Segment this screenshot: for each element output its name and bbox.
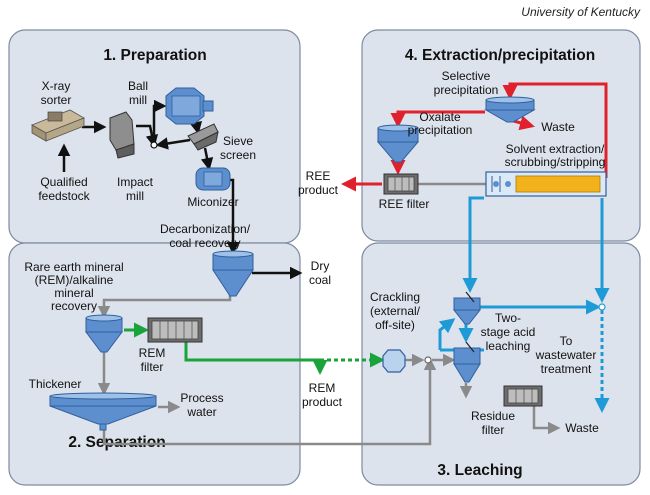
leach-tank-icon: [453, 341, 481, 383]
separation-panel: [8, 242, 301, 486]
filter-to-remproduct-arrow: [184, 342, 328, 375]
solvent-to-tank1-arrow: [462, 196, 484, 293]
residue-filter-icon: [503, 385, 543, 407]
solvent-extraction-label: Solvent extraction/scrubbing/stripping: [505, 142, 606, 169]
solvent-to-selective-arrow: [502, 82, 608, 178]
solvent-extraction-unit-icon: [485, 171, 607, 197]
decarb-to-rem-arrow: [97, 295, 232, 319]
rem-filter-press-icon: [147, 317, 203, 343]
sieve-recycle-arrow: [155, 137, 191, 150]
residue-to-waste-arrow: [532, 404, 561, 435]
oxalate-precip-tank-icon: [376, 124, 420, 163]
miconizer-label: Miconizer: [187, 195, 238, 209]
rem-recovery-cell-icon: [85, 314, 123, 353]
leach-tank-icon: [452, 291, 482, 325]
selective-to-oxalate-arrow: [390, 110, 485, 128]
impact-to-node-arrow: [136, 124, 159, 148]
extraction-title: 4. Extraction/precipitation: [405, 47, 595, 64]
xray-sorter-icon: [31, 109, 85, 142]
node-to-ballmill-arrow: [152, 99, 167, 145]
waste-bottom-label: Waste: [565, 421, 599, 435]
wastewater-junction-node: [598, 303, 606, 311]
crackling-label: Crackling(external/off-site): [370, 290, 421, 332]
miconizer-icon: [195, 167, 231, 191]
thickener-label: Thickener: [29, 377, 82, 391]
thickener-icon: [49, 392, 157, 431]
sieve-to-miconizer-arrow: [200, 147, 214, 171]
decarbonization-cyclone-icon: [212, 250, 254, 297]
crackling-unit-icon: [382, 349, 406, 373]
selective-precip-tank-icon: [484, 96, 536, 123]
tank2-recycle-arrow: [438, 318, 456, 350]
sieve-screen-icon: [187, 123, 219, 151]
miconizer-to-decarb-arrow: [226, 178, 240, 255]
leaching-title: 3. Leaching: [437, 462, 522, 479]
preparation-title: 1. Preparation: [103, 47, 206, 64]
ball-mill-icon: [165, 87, 214, 125]
thickener-to-leaching-arrow: [102, 357, 437, 446]
leach-junction-node: [424, 356, 432, 364]
decarbonization-label: Decarbonization/coal recovery: [160, 222, 251, 250]
leaching-panel: [361, 242, 641, 486]
impact-mill-icon: [109, 111, 135, 159]
credit-text: University of Kentucky: [521, 5, 641, 19]
ree-filter-icon: [383, 173, 419, 195]
separation-title: 2. Separation: [68, 434, 165, 451]
junction-node: [150, 141, 158, 149]
ree-filter-label: REE filter: [379, 197, 430, 211]
waste-top-label: Waste: [541, 120, 575, 134]
